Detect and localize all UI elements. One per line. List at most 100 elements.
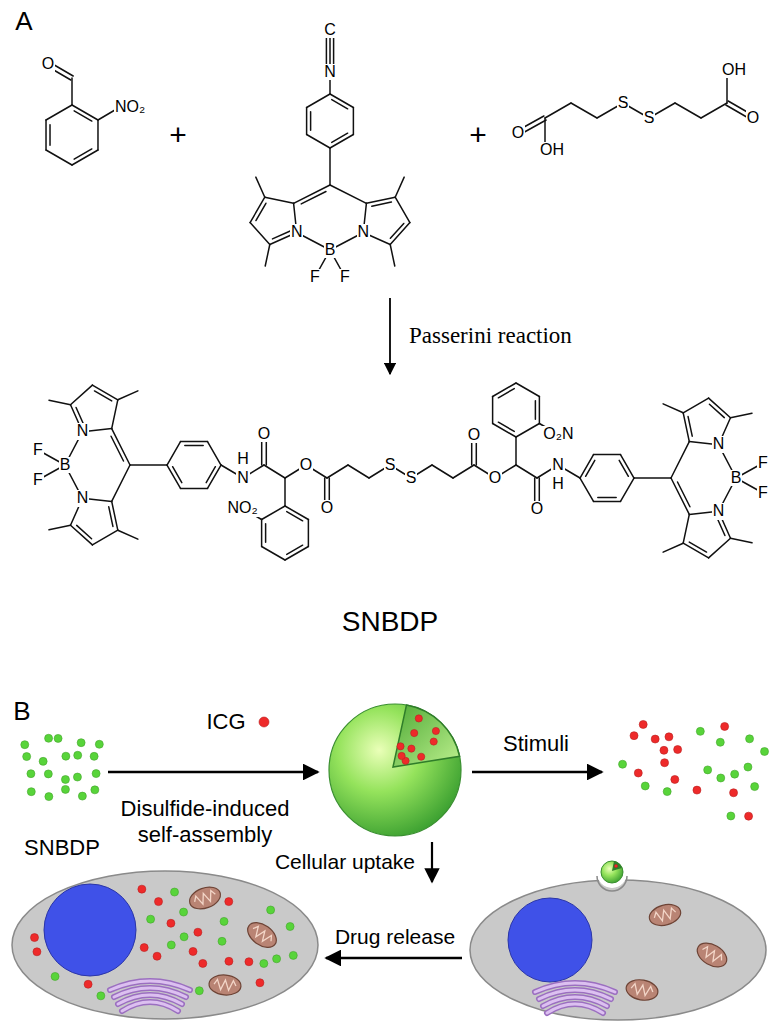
- molecule-dot: [260, 960, 268, 968]
- molecule-dot: [727, 812, 735, 820]
- golgi-band: [122, 1002, 178, 1011]
- molecule-dot: [140, 944, 148, 952]
- process-label: Stimuli: [502, 732, 570, 755]
- nanoparticle: [601, 861, 623, 883]
- molecule-dot: [225, 957, 233, 965]
- bond: [571, 103, 597, 118]
- bond: [74, 149, 92, 159]
- atom-label: O: [530, 501, 544, 518]
- bond: [71, 78, 73, 105]
- cristae: [214, 979, 237, 991]
- bond: [71, 385, 93, 405]
- molecule-dot: [660, 746, 668, 754]
- molecule-dot: [189, 947, 197, 955]
- atom-label: OH: [721, 62, 747, 79]
- cristae: [193, 890, 217, 907]
- bond: [516, 465, 537, 478]
- bond: [634, 477, 671, 479]
- cristae: [700, 945, 724, 965]
- bond: [261, 520, 263, 547]
- bond: [49, 525, 71, 530]
- molecule-dot: [651, 735, 659, 743]
- bond: [262, 506, 285, 520]
- molecule-dot: [415, 715, 422, 722]
- molecule-dot: [97, 992, 105, 1000]
- molecule-dot: [259, 717, 269, 727]
- molecule-dot: [716, 738, 724, 746]
- chemical-structures: [38, 30, 763, 560]
- bond: [689, 542, 706, 552]
- process-label: Disulfide-induced self-assembly: [104, 796, 306, 849]
- bond: [598, 497, 616, 499]
- molecule-dot: [418, 753, 425, 760]
- bond: [372, 202, 392, 206]
- bond: [594, 501, 621, 503]
- bond: [181, 488, 208, 490]
- compound-name: SNBDP: [341, 607, 439, 636]
- bond: [109, 507, 113, 527]
- bond: [675, 103, 701, 118]
- bond: [701, 103, 727, 118]
- atom-label: F: [757, 455, 769, 472]
- atom-label: H: [236, 451, 250, 468]
- mitochondrion: [647, 901, 683, 929]
- molecule-dot: [218, 937, 226, 945]
- atom-label: N: [76, 423, 90, 440]
- bond: [185, 445, 203, 447]
- cristae: [630, 983, 653, 997]
- atom-label: O₂N: [542, 426, 574, 443]
- atom-label: O: [41, 56, 55, 73]
- molecule-dot: [171, 888, 179, 896]
- bond: [287, 512, 303, 521]
- bond: [46, 105, 72, 120]
- bond: [250, 223, 270, 245]
- molecule-dot: [33, 948, 41, 956]
- molecule-dot: [77, 739, 85, 747]
- atom-label: N: [236, 470, 250, 487]
- bond: [92, 530, 117, 545]
- cristae: [653, 907, 677, 922]
- bond: [284, 478, 286, 506]
- atom-label: F: [32, 442, 44, 459]
- molecule-dot: [696, 727, 704, 735]
- molecule-dot: [91, 786, 99, 794]
- bond: [130, 464, 167, 466]
- arrow: [472, 771, 602, 773]
- bond: [535, 401, 537, 419]
- molecule-dot: [751, 783, 759, 791]
- process-label: Drug release: [334, 926, 456, 948]
- golgi-band: [122, 1002, 178, 1011]
- molecule-dot: [62, 752, 70, 760]
- bond: [49, 125, 51, 145]
- molecule-dot: [398, 752, 405, 759]
- bond: [307, 94, 330, 108]
- molecule-dot: [665, 733, 673, 741]
- bond: [262, 547, 285, 561]
- molecule-dot: [51, 972, 59, 980]
- atom-label: S: [617, 95, 630, 112]
- molecule-dot: [630, 732, 638, 740]
- mitochondrion-outer: [693, 938, 731, 971]
- molecule-dot: [256, 979, 264, 987]
- molecule-dot: [195, 987, 203, 995]
- molecule-dot: [30, 934, 38, 942]
- molecule-dot: [147, 915, 155, 923]
- membrane-notch: [597, 858, 627, 888]
- plus-sign: +: [168, 119, 188, 151]
- bond: [167, 442, 181, 465]
- molecule-dot: [39, 757, 47, 765]
- atom-label: O: [467, 427, 481, 444]
- molecule-dot: [138, 885, 146, 893]
- bond: [539, 397, 541, 424]
- golgi-band: [547, 1004, 603, 1013]
- bond: [498, 389, 514, 398]
- molecule-dot: [78, 792, 86, 800]
- atom-label: H: [551, 476, 565, 493]
- atom-label: N: [76, 490, 90, 507]
- arrow: [326, 957, 462, 959]
- bond: [683, 514, 689, 543]
- bond: [294, 185, 330, 203]
- bond: [688, 417, 692, 437]
- mitochondrion: [625, 977, 660, 1002]
